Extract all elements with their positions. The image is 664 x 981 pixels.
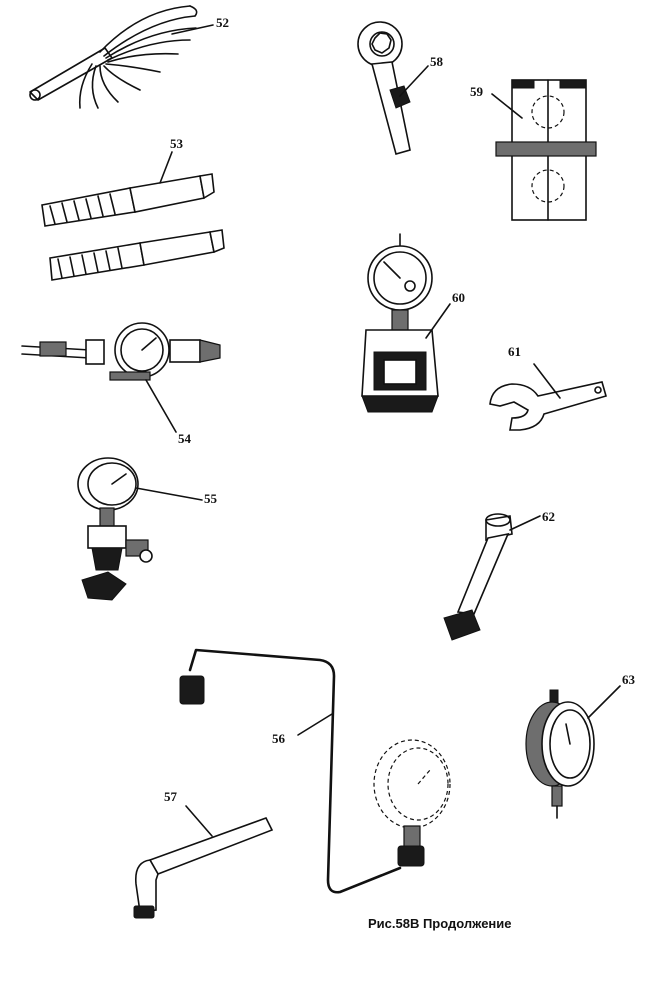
figure-caption: Рис.58В Продолжение bbox=[368, 916, 512, 931]
feeler-gauge-icon: 52 bbox=[29, 5, 229, 109]
label-60: 60 bbox=[452, 290, 465, 305]
pressure-gauge-valve-icon: 55 bbox=[77, 457, 218, 601]
label-59: 59 bbox=[470, 84, 484, 99]
label-63: 63 bbox=[622, 672, 636, 687]
clamp-block-icon: 59 bbox=[470, 79, 597, 221]
label-57: 57 bbox=[164, 789, 178, 804]
pressure-gauge-tube-icon: 56 bbox=[179, 648, 451, 894]
label-61: 61 bbox=[508, 344, 521, 359]
label-53: 53 bbox=[170, 136, 184, 151]
label-62: 62 bbox=[542, 509, 555, 524]
label-56: 56 bbox=[272, 731, 286, 746]
l-socket-wrench-icon: 57 bbox=[133, 789, 274, 919]
socket-wrench-icon: 62 bbox=[443, 509, 555, 641]
reamer-icon: 53 bbox=[41, 136, 225, 281]
dial-indicator-holder-icon: 54 bbox=[21, 322, 221, 446]
open-end-wrench-icon: 61 bbox=[489, 344, 607, 431]
label-58: 58 bbox=[430, 54, 444, 69]
dial-indicator-icon: 63 bbox=[525, 672, 636, 819]
dial-indicator-fixture-icon: 60 bbox=[361, 233, 465, 413]
ring-spanner-icon: 58 bbox=[357, 21, 444, 155]
label-52: 52 bbox=[216, 15, 229, 30]
label-54: 54 bbox=[178, 431, 192, 446]
label-55: 55 bbox=[204, 491, 218, 506]
